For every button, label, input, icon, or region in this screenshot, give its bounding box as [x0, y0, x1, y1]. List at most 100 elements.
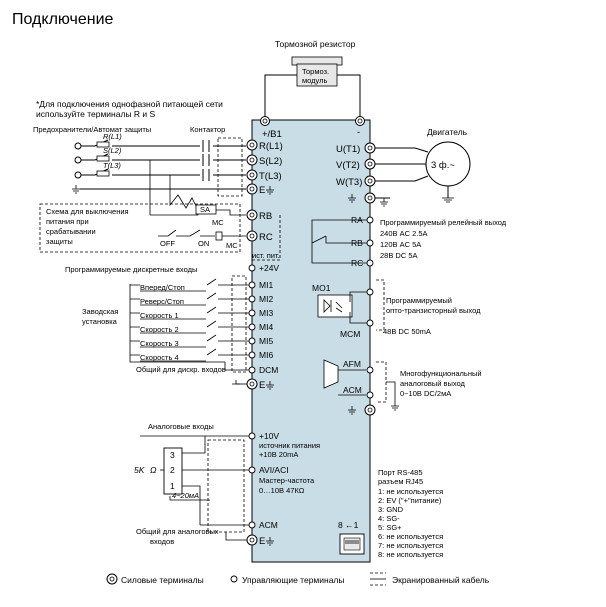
pot-pin-2: 2 [170, 465, 175, 475]
legend-control-label: Управляющие терминалы [242, 575, 345, 585]
rs485-title2: разъем RJ45 [378, 477, 423, 486]
single-phase-note-1: *Для подключения однофазной питающей сет… [36, 99, 223, 109]
legend-power-label: Силовые терминалы [121, 575, 204, 585]
terminal-v-label: V(T2) [336, 160, 360, 171]
relay-output-label: Программируемый релейный выход [380, 218, 507, 227]
terminal-w-label: W(T3) [336, 177, 362, 188]
supply-label-1: ист. пит. [252, 251, 280, 260]
terminal-24v [248, 264, 256, 272]
earth-icon [348, 194, 356, 203]
terminal-u-label: U(T1) [336, 144, 360, 155]
shield-digital [231, 275, 247, 373]
terminal-minus-label: - [357, 127, 360, 138]
rs485-title1: Порт RS-485 [378, 468, 423, 477]
brake-resistor-label: Тормозной резистор [275, 39, 356, 49]
transistor-spec: 48В DC 50mA [383, 327, 431, 336]
brake-module-line1: Тормоз. [302, 67, 329, 76]
contactor-label: Контактор [190, 125, 225, 134]
protection-box [39, 203, 241, 253]
avi-desc2: 0…10В 47КΩ [259, 486, 305, 495]
terminal-mo1 [366, 288, 374, 296]
rs485-pin: 1: не используется [378, 487, 443, 496]
terminal-acm-bottom [248, 521, 256, 529]
avi-desc1: Мастер-частота [259, 476, 315, 485]
rs485-pin: 2: EV ("+"питание) [378, 496, 442, 505]
on-label: ON [198, 239, 209, 248]
pot-pin-1: 1 [170, 481, 175, 491]
mcm-label: MCM [340, 329, 360, 339]
brake-wire-right [337, 74, 361, 117]
terminal-t-label: T(L3) [259, 171, 282, 182]
svg-text:MI5: MI5 [259, 336, 273, 346]
terminal-rc [366, 259, 374, 267]
factory-label-2: установка [82, 317, 118, 326]
earth-icon [232, 380, 240, 385]
svg-text:Скорость 4: Скорость 4 [140, 353, 179, 362]
drive-body [251, 119, 371, 563]
digital-inputs-label: Программируемые дискретные входы [65, 265, 197, 274]
rs485-pin: 7: не используется [378, 541, 443, 550]
relay-contact [311, 219, 367, 264]
brake-module-line2: модуль [302, 76, 328, 85]
analog-inputs-label: Аналоговые входы [148, 422, 214, 431]
terminal-acm [366, 391, 374, 399]
shield-analog [207, 439, 245, 533]
digital-common-label: Общий для дискр. входов [136, 365, 226, 374]
terminal-avi [248, 466, 256, 474]
svg-text:Скорость 3: Скорость 3 [140, 339, 179, 348]
rs485-pin: 3: GND [378, 505, 404, 514]
analog-common-2: входов [150, 537, 174, 546]
fuses-label: Предохранители/Автомат защиты [33, 125, 151, 134]
pot-label: 5K [134, 465, 145, 475]
acm-label: ACM [343, 385, 362, 395]
p10v-desc2: +10В 20mA [259, 450, 298, 459]
digital-input-row: Реверс/Стоп MI2 [130, 292, 273, 306]
optocoupler-icon [317, 294, 353, 318]
svg-text:MI2: MI2 [259, 294, 273, 304]
terminal-rb [366, 239, 374, 247]
terminal-10v [248, 432, 256, 440]
svg-text:MI3: MI3 [259, 308, 273, 318]
terminal-dcm [248, 366, 256, 374]
potentiometer-icon [163, 447, 183, 495]
protection-line4: защиты [46, 237, 73, 246]
svg-text:Вперед/Стоп: Вперед/Стоп [140, 283, 185, 292]
rs485-pin: 4: SG- [378, 514, 400, 523]
brake-wire-left [264, 74, 297, 117]
phase-s-label: S(L2) [103, 146, 122, 155]
rs485-pin: 8: не используется [378, 550, 443, 559]
sa-label: SA [200, 205, 210, 214]
motor-label: Двигатель [427, 127, 468, 137]
motor-symbol: 3 ф.~ [431, 160, 455, 171]
rb-in-label: RB [259, 211, 272, 222]
transistor-output-2: опто-транзисторный выход [386, 306, 481, 315]
sa-switch [195, 204, 217, 215]
earth-icon [391, 405, 399, 411]
legend-control-icon [230, 575, 238, 583]
legend-shield-icon [370, 572, 386, 586]
digital-input-row: Скорость 3 MI5 [130, 334, 273, 348]
multifunc-line2: аналоговый выход [400, 379, 466, 388]
page-title: Подключение [12, 11, 114, 28]
afm-label: AFM [343, 359, 361, 369]
analog-common-1: Общий для аналоговых [136, 527, 219, 536]
current-label: 4~20мА [172, 491, 199, 500]
relay-spec2: 120В AC 5A [380, 240, 421, 249]
legend-shield-label: Экранированный кабель [392, 575, 490, 585]
multifunc-line1: Многофункциональный [400, 369, 482, 378]
svg-text:Реверс/Стоп: Реверс/Стоп [140, 297, 184, 306]
svg-text:Скорость 1: Скорость 1 [140, 311, 179, 320]
rs485-pin: 5: SG+ [378, 523, 402, 532]
digital-input-row: Вперед/Стоп MI1 [130, 278, 273, 292]
shield-input [217, 137, 243, 197]
svg-text:MI6: MI6 [259, 350, 273, 360]
svg-text:MI4: MI4 [259, 322, 273, 332]
phase-t-label: T(L3) [103, 161, 121, 170]
earth-icon [266, 537, 274, 546]
terminal-b1-label: +/B1 [262, 129, 282, 140]
pot-pin-3: 3 [170, 450, 175, 460]
earth-icon [348, 406, 356, 415]
avi-label: AVI/ACI [259, 465, 289, 475]
terminal-r-label: R(L1) [259, 141, 283, 152]
